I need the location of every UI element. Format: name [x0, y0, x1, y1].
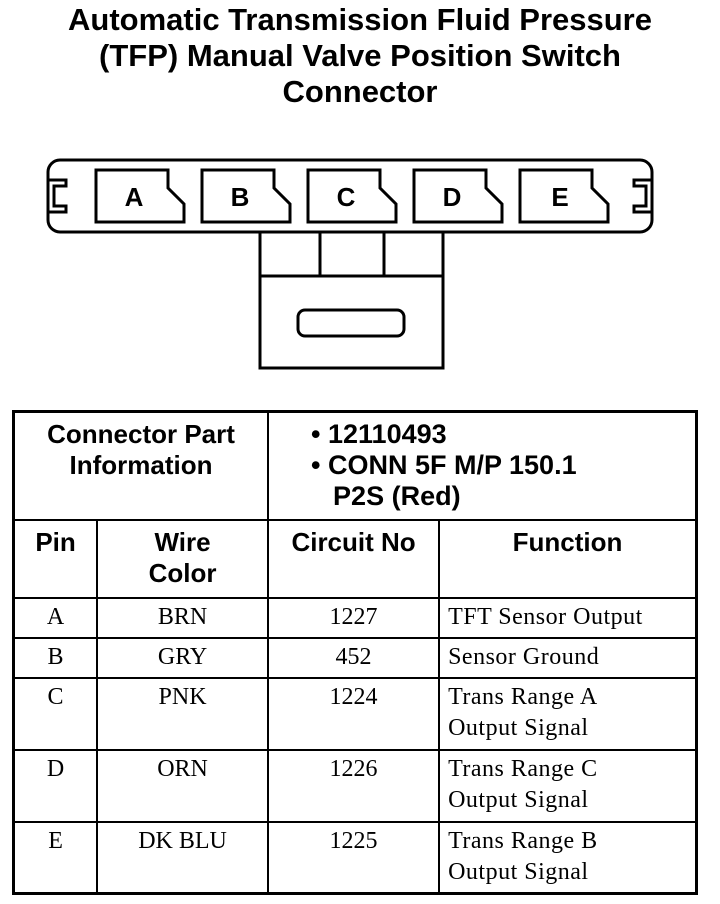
pin-cell: D [12, 748, 99, 823]
pin-cell: A [12, 596, 99, 639]
part-info-row: Connector Part Information • 12110493 • … [12, 410, 698, 521]
part-info-values: • 12110493 • CONN 5F M/P 150.1 P2S (Red) [267, 410, 698, 521]
title-line-1: Automatic Transmission Fluid Pressure [68, 2, 652, 37]
cavity-c: C [306, 168, 398, 224]
lock-tab [296, 308, 406, 338]
table-row: D ORN 1226 Trans Range C Output Signal [12, 748, 698, 823]
cavity-a-label: A [125, 182, 144, 212]
cavity-e: E [518, 168, 610, 224]
table-row: B GRY 452 Sensor Ground [12, 636, 698, 679]
circuit-cell: 1226 [267, 748, 441, 823]
column-header-row: Pin Wire Color Circuit No Function [12, 518, 698, 599]
function-line-1: Sensor Ground [448, 643, 600, 670]
circuit-cell: 1227 [267, 596, 441, 639]
table-row: A BRN 1227 TFT Sensor Output [12, 596, 698, 639]
cavity-e-label: E [551, 182, 568, 212]
cavity-d: D [412, 168, 504, 224]
left-notch [48, 178, 68, 214]
table-row: C PNK 1224 Trans Range A Output Signal [12, 676, 698, 751]
function-cell: Trans Range B Output Signal [438, 820, 698, 895]
pin-cell: E [12, 820, 99, 895]
part-info-label: Connector Part Information [12, 410, 270, 521]
function-cell: Trans Range C Output Signal [438, 748, 698, 823]
function-cell: Sensor Ground [438, 636, 698, 679]
pin-cell: C [12, 676, 99, 751]
circuit-cell: 452 [267, 636, 441, 679]
wire-color-cell: ORN [96, 748, 270, 823]
cavity-c-label: C [337, 182, 356, 212]
circuit-cell: 1224 [267, 676, 441, 751]
function-line-2: Output Signal [448, 714, 589, 741]
function-line-2: Output Signal [448, 858, 589, 885]
part-number: • 12110493 [311, 419, 447, 449]
cavity-b: B [200, 168, 292, 224]
connector-info-table: Connector Part Information • 12110493 • … [12, 410, 698, 895]
wire-color-cell: BRN [96, 596, 270, 639]
header-circuit-no: Circuit No [267, 518, 441, 599]
part-info-label-line-2: Information [69, 450, 213, 480]
header-wire-line-1: Wire [154, 526, 211, 557]
function-cell: TFT Sensor Output [438, 596, 698, 639]
header-wire-line-2: Color [148, 557, 217, 588]
diagram-title: Automatic Transmission Fluid Pressure (T… [0, 2, 720, 110]
connector-description: • CONN 5F M/P 150.1 [311, 450, 577, 480]
function-cell: Trans Range A Output Signal [438, 676, 698, 751]
connector-face-diagram: A B C D E [46, 158, 654, 370]
right-notch [632, 178, 652, 214]
function-line-1: TFT Sensor Output [448, 603, 643, 630]
connector-description-cont: P2S (Red) [333, 481, 461, 511]
cavity-d-label: D [443, 182, 462, 212]
function-line-2: Output Signal [448, 786, 589, 813]
header-wire-color: Wire Color [96, 518, 270, 599]
part-info-label-line-1: Connector Part [47, 419, 235, 449]
wire-color-cell: PNK [96, 676, 270, 751]
cavity-a: A [94, 168, 186, 224]
wire-color-cell: DK BLU [96, 820, 270, 895]
pin-cell: B [12, 636, 99, 679]
table-row: E DK BLU 1225 Trans Range B Output Signa… [12, 820, 698, 895]
title-line-2: (TFP) Manual Valve Position Switch [99, 38, 621, 73]
header-function: Function [438, 518, 698, 599]
function-line-1: Trans Range B [448, 827, 598, 854]
cavity-b-label: B [231, 182, 250, 212]
function-line-1: Trans Range A [448, 683, 598, 710]
header-pin: Pin [12, 518, 99, 599]
wire-color-cell: GRY [96, 636, 270, 679]
function-line-1: Trans Range C [448, 755, 598, 782]
connector-lock-body [258, 232, 445, 370]
circuit-cell: 1225 [267, 820, 441, 895]
title-line-3: Connector [282, 74, 438, 109]
